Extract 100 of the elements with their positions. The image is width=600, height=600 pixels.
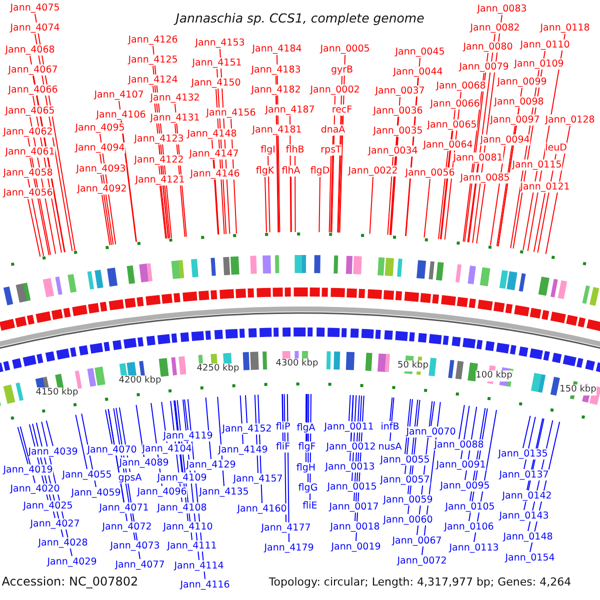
gene-label: Jann_4125 (128, 54, 178, 66)
gene-label: Jann_0013 (325, 462, 375, 472)
gene-label: Jann_4058 (3, 168, 53, 178)
gene-label: Jann_4160 (237, 504, 287, 514)
gene-label: Jann_0106 (444, 522, 494, 532)
gene-label: Jann_4184 (252, 44, 302, 54)
gene-label: Jann_0118 (540, 22, 590, 34)
gene-label: Jann_4096 (137, 486, 187, 498)
gene-label: Jann_4106 (96, 110, 146, 120)
leader-line (286, 394, 290, 542)
gene-label: Jann_4068 (5, 44, 55, 56)
gene-label: Jann_4107 (94, 90, 144, 100)
gene-label: Jann_4151 (192, 58, 242, 68)
gene-label: Jann_0018 (330, 522, 380, 532)
gene-label: Jann_4129 (186, 460, 236, 470)
leader-line (28, 198, 41, 258)
gene-label: flgA (296, 422, 316, 434)
gene-label: Jann_4095 (75, 122, 125, 134)
gene-label: Jann_0113 (449, 542, 499, 554)
scale-label: 4150 kbp (36, 388, 78, 398)
gene-label: Jann_0011 (324, 422, 374, 432)
gene-label: Jann_0097 (490, 114, 540, 126)
leader-line (522, 170, 538, 251)
gene-label: Jann_0005 (320, 44, 370, 54)
gene-label: flgF (298, 442, 316, 452)
gene-label: Jann_0135 (498, 448, 548, 460)
title: Jannaschia sp. CCS1, complete genome (176, 12, 424, 24)
leader-line (268, 156, 270, 233)
gene-label: Jann_0017 (329, 502, 379, 512)
gene-label: Jann_4065 (5, 106, 55, 116)
leader-line (522, 415, 531, 448)
gene-label: flgK (256, 166, 274, 176)
gene-label: Jann_0059 (383, 494, 433, 506)
gene-label: Jann_4039 (28, 446, 78, 458)
gene-label: Jann_4152 (222, 424, 272, 434)
gene-label: Jann_4157 (233, 474, 283, 484)
gene-label: Jann_4056 (3, 188, 53, 198)
gene-label: flhB (286, 144, 304, 156)
gene-label: Jann_4067 (8, 64, 58, 76)
leader-line (337, 76, 342, 233)
leader-line (245, 394, 248, 424)
gene-label: Jann_4059 (71, 488, 121, 498)
leader-line (102, 194, 110, 246)
gene-label: Jann_4148 (187, 128, 237, 140)
gene-label: Jann_0115 (512, 160, 562, 170)
gene-label: Jann_0064 (423, 140, 473, 150)
leader-line (284, 394, 286, 522)
gene-label: Jann_4147 (189, 148, 239, 160)
gene-label: Jann_4093 (76, 164, 126, 174)
gene-label: Jann_4124 (128, 74, 178, 86)
gene-label: Jann_4153 (195, 38, 245, 48)
leader-line (276, 136, 280, 233)
gene-label: Jann_4019 (3, 464, 53, 476)
leader-line (184, 399, 188, 430)
leader-line (306, 394, 307, 462)
gene-label: Jann_0079 (459, 62, 509, 72)
gene-label: Jann_0036 (373, 106, 423, 116)
gene-label: Jann_0085 (460, 172, 510, 184)
scale-label: 150 kbp (560, 384, 596, 396)
gene-label: flgG (298, 482, 318, 494)
leader-line (328, 156, 332, 233)
leader-line (369, 176, 374, 234)
gene-label: Jann_0044 (393, 66, 443, 78)
gene-label: Jann_0060 (383, 514, 433, 526)
gene-label: Jann_4073 (110, 540, 160, 552)
gene-label: Jann_4062 (3, 126, 53, 138)
gene-label: Jann_4183 (251, 64, 301, 76)
gene-label: Jann_4027 (30, 518, 80, 530)
genome-stats-text: Topology: circular; Length: 4,317,977 bp; Genes: 4,264 (268, 576, 572, 588)
gene-label: Jann_4179 (264, 542, 314, 554)
gene-label: fliF (276, 442, 290, 452)
gene-label: Jann_0045 (395, 46, 445, 58)
gene-label: Jann_0081 (453, 152, 503, 164)
gene-label: Jann_4094 (75, 142, 125, 154)
gene-label: nusA (378, 442, 402, 452)
gene-label: Jann_4121 (135, 174, 185, 186)
scale-label: 100 kbp (476, 370, 512, 382)
leader-line (105, 409, 112, 444)
gene-label: Jann_4146 (190, 168, 240, 180)
gene-label: Jann_4182 (251, 84, 301, 96)
leader-line (17, 426, 28, 464)
gene-label: flhA (282, 166, 300, 176)
gene-label: Jann_4109 (157, 472, 207, 484)
gene-label: Jann_4066 (8, 84, 58, 96)
gene-label: Jann_4070 (87, 444, 137, 456)
gene-label: Jann_4181 (252, 124, 302, 136)
gene-label: rpsT (320, 144, 342, 156)
leader-line (294, 156, 296, 232)
leader-line (438, 150, 448, 240)
leader-line (330, 136, 334, 233)
gene-label: Jann_0083 (477, 4, 527, 14)
gene-label: gyrB (330, 64, 354, 76)
gene-label: Jann_4123 (134, 134, 184, 144)
gene-label: Jann_0065 (427, 120, 477, 130)
gene-label: Jann_0066 (430, 98, 480, 110)
gene-label: Jann_0098 (494, 96, 544, 108)
gene-label: Jann_4108 (157, 502, 207, 514)
leader-line (331, 96, 336, 233)
gene-label: Jann_0019 (331, 542, 381, 552)
scale-label: 4300 kbp (276, 358, 318, 370)
